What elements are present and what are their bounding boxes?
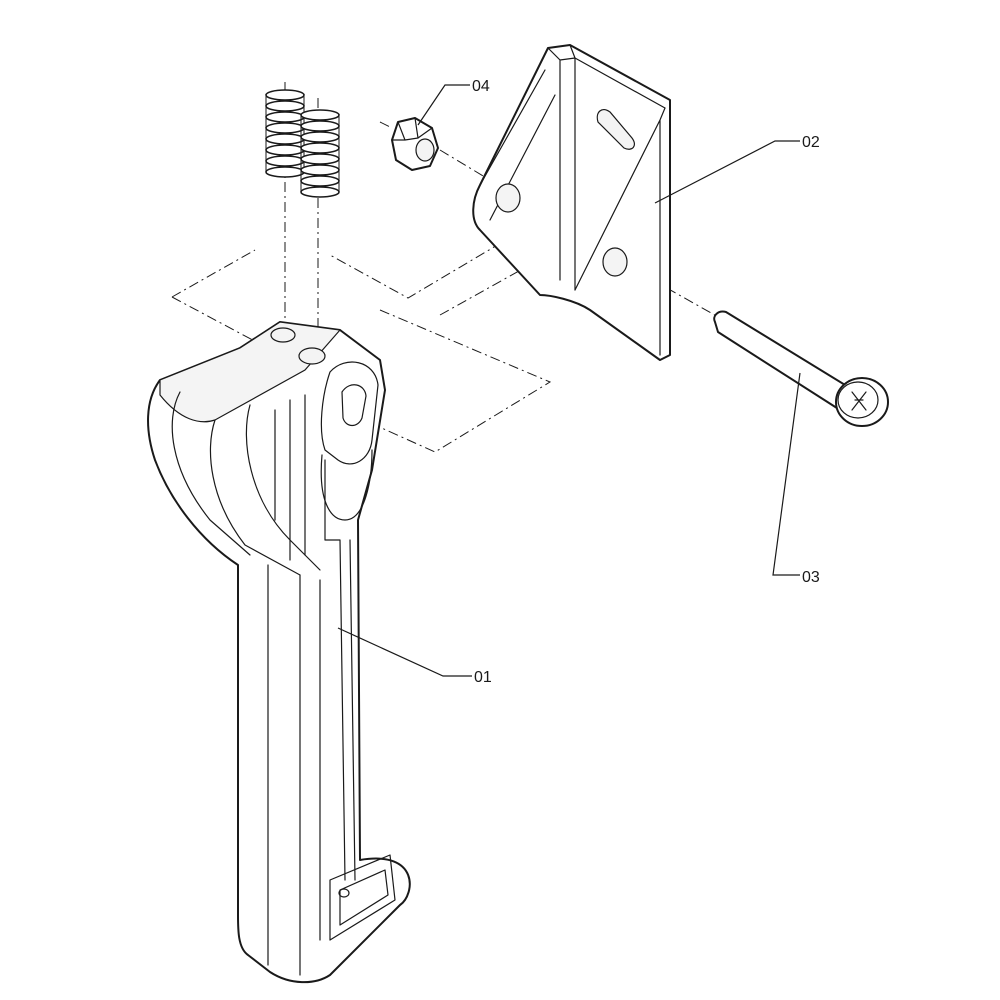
handle-pin	[338, 888, 350, 898]
spring-right-coil	[300, 164, 340, 176]
callout-label-01: 01	[474, 669, 492, 686]
bracket-slot	[596, 109, 636, 150]
callout-labels: 01 02 03 04	[472, 78, 820, 686]
screw-head	[835, 377, 889, 427]
handle-spring-hole-right	[298, 347, 326, 365]
screw-shank	[713, 310, 851, 411]
bracket-hole-lower	[602, 247, 628, 277]
spring-left-coil	[265, 111, 305, 123]
spring-left	[265, 89, 305, 178]
leader-01	[337, 627, 472, 677]
leader-04	[417, 84, 470, 126]
screw-axis	[439, 237, 721, 319]
bracket-right-face	[574, 107, 666, 356]
leader-lines	[337, 84, 801, 677]
spring-left-coil	[265, 133, 305, 145]
handle-eyelet	[320, 361, 379, 465]
guide-plane-left	[171, 249, 263, 346]
bracket-part	[472, 44, 671, 361]
handle-front-edge-1	[171, 391, 251, 556]
spring-right-coil	[300, 153, 340, 165]
spring-right-coil	[300, 109, 340, 121]
spring-right	[300, 109, 340, 198]
callout-label-02: 02	[802, 134, 820, 151]
leader-03	[772, 372, 801, 576]
nut-bore	[415, 138, 435, 162]
handle-body	[147, 321, 411, 984]
springs	[265, 89, 340, 198]
screw-head-rim	[837, 381, 879, 419]
callout-label-03: 03	[802, 569, 820, 586]
spring-left-coil	[265, 155, 305, 167]
guide-plane-right	[374, 309, 552, 453]
spring-left-coil	[265, 122, 305, 134]
callout-label-04: 04	[472, 78, 490, 95]
spring-left-coil	[265, 89, 305, 101]
spring-left-coil	[265, 144, 305, 156]
handle-inner-slot-2	[339, 869, 389, 926]
handle-front-edge-2	[209, 419, 301, 576]
spring-right-coil	[300, 131, 340, 143]
bracket-flange	[547, 44, 666, 291]
spring-right-coil	[300, 142, 340, 154]
bracket-outline	[472, 44, 671, 361]
screw-part	[713, 310, 889, 427]
spring-left-coil	[265, 100, 305, 112]
screw-phillips-recess	[851, 391, 867, 411]
nut-part	[391, 117, 439, 171]
leader-02	[654, 140, 800, 204]
spring-right-coil	[300, 175, 340, 187]
handle-eyelet-slot	[341, 384, 367, 427]
spring-right-outline	[300, 115, 340, 192]
handle-eyelet-boss	[320, 449, 373, 521]
spring-right-coil	[300, 120, 340, 132]
handle-part	[147, 321, 411, 984]
bracket-hole-upper	[495, 183, 521, 213]
handle-side-rib	[274, 394, 306, 561]
handle-spring-hole-left	[270, 327, 296, 343]
spring-left-coil	[265, 166, 305, 178]
spring-right-coil	[300, 186, 340, 198]
handle-top-face	[159, 321, 342, 423]
nut-hex-edges	[391, 117, 433, 141]
handle-front-edge-3	[245, 404, 321, 571]
